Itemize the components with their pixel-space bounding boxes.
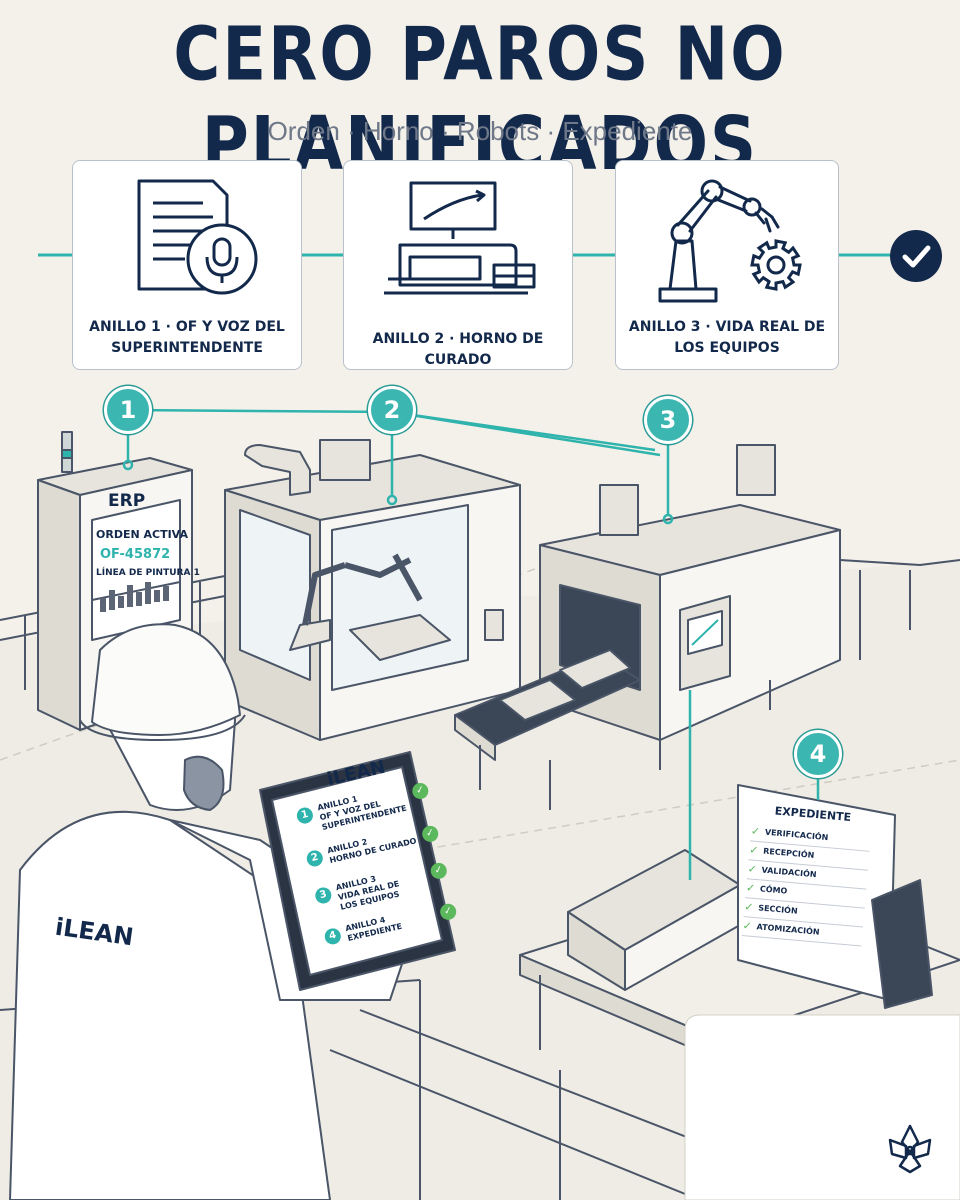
expediente-check-icon: ✓	[742, 919, 753, 933]
document-microphone-icon	[137, 179, 258, 295]
tablet-item-number: 3	[313, 885, 333, 906]
expediente-check-icon: ✓	[747, 862, 758, 877]
step-marker-2: 2	[368, 386, 416, 434]
erp-title: ERP	[108, 491, 146, 511]
expediente-check-icon: ✓	[745, 881, 756, 895]
erp-order-label: ORDEN ACTIVA	[96, 528, 188, 541]
tablet-check-icon: ✓	[429, 861, 449, 881]
expediente-item-label: ATOMIZACIÓN	[756, 922, 820, 937]
tablet-check-icon: ✓	[438, 902, 458, 922]
check-icon	[902, 245, 931, 268]
expediente-item-label: VALIDACIÓN	[761, 865, 817, 880]
ring-card-1: ANILLO 1 · OF Y VOZ DEL SUPERINTENDENTE	[72, 160, 302, 370]
step-marker-3: 3	[644, 396, 692, 444]
tablet-item-number: 4	[323, 926, 343, 946]
expediente-check-icon: ✓	[750, 824, 761, 839]
expediente-board: EXPEDIENTE ✓VERIFICACIÓN✓RECEPCIÓN✓VALID…	[734, 796, 887, 968]
ring-card-2-label: ANILLO 2 · HORNO DE CURADO	[372, 331, 544, 368]
ring-card-1-label: ANILLO 1 · OF Y VOZ DEL SUPERINTENDENTE	[89, 319, 285, 356]
ring-card-2: ANILLO 2 · HORNO DE CURADO	[343, 160, 573, 370]
tablet-item-number: 1	[295, 805, 315, 826]
expediente-title: EXPEDIENTE	[774, 804, 852, 825]
expediente-check-icon: ✓	[748, 843, 760, 858]
ring-card-3-label: ANILLO 3 · VIDA REAL DE LOS EQUIPOS	[628, 319, 826, 356]
step-marker-1: 1	[104, 386, 152, 434]
robot-arm-gear-icon	[658, 179, 802, 303]
tablet-check-icon: ✓	[410, 781, 430, 801]
expediente-item-label: SECCIÓN	[757, 903, 798, 916]
erp-order-id: OF-45872	[100, 547, 171, 562]
expediente-item-label: VERIFICACIÓN	[764, 827, 829, 843]
erp-line: LÍNEA DE PINTURA 1	[96, 568, 200, 578]
curing-oven-icon	[384, 181, 536, 295]
tablet-item-number: 2	[305, 848, 325, 869]
tablet-check-icon: ✓	[420, 824, 440, 844]
ring-card-3: ANILLO 3 · VIDA REAL DE LOS EQUIPOS	[615, 160, 839, 370]
worker-brand-logo: iLEAN	[53, 912, 136, 952]
step-marker-4: 4	[794, 730, 842, 778]
expediente-check-icon: ✓	[743, 900, 755, 914]
expediente-item-label: RECEPCIÓN	[762, 846, 815, 860]
page-title: CERO PAROS NO PLANIFICADOS	[173, 12, 787, 188]
complete-check-badge	[890, 230, 942, 282]
tablet-brand: iLEAN	[325, 756, 388, 791]
expediente-item-label: CÓMO	[759, 884, 788, 896]
brand-flower-icon	[888, 1124, 932, 1174]
page-subtitle: Orden · Horno · Robots · Expediente	[267, 116, 693, 146]
